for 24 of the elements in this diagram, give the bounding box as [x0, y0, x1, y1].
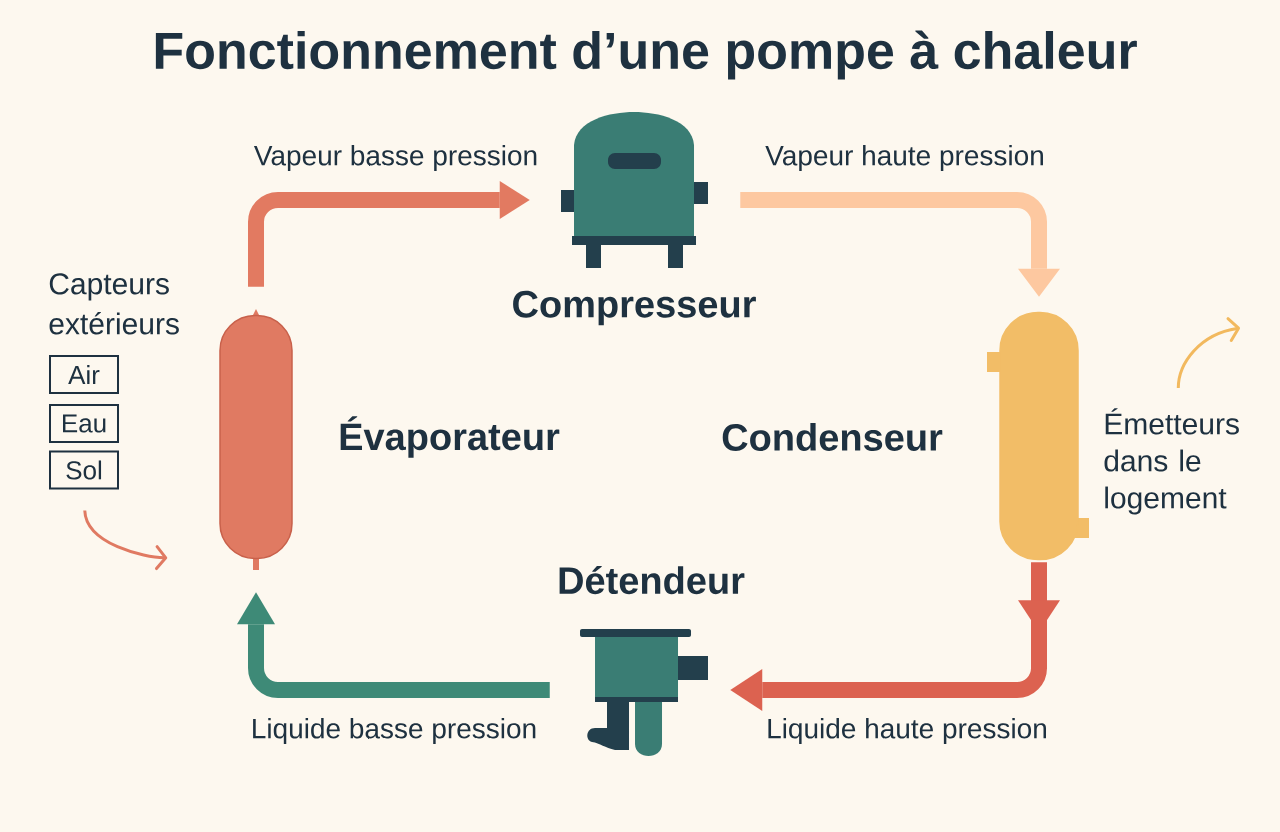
source-box: Sol — [49, 450, 119, 490]
edge-label: Vapeur haute pression — [763, 143, 1047, 173]
component-label: Détendeur — [559, 565, 745, 595]
arrow — [248, 181, 530, 287]
component-label: Évaporateur — [340, 416, 560, 458]
group-heading: Capteurs extérieurs — [49, 273, 179, 335]
arrow — [83, 510, 168, 571]
valve-drawing — [580, 629, 708, 756]
arrow — [1176, 317, 1241, 389]
edge-label: Liquide haute pression — [764, 716, 1050, 746]
compressor-drawing — [561, 112, 708, 268]
edge-label: Liquide basse pression — [249, 716, 539, 746]
component-label: Condenseur — [722, 423, 943, 451]
arrow — [237, 592, 550, 698]
component-label: Compresseur — [513, 290, 756, 326]
source-box: Eau — [49, 404, 119, 443]
side-text: Émetteurs dans le logement — [1104, 408, 1239, 515]
tank — [987, 311, 1089, 561]
arrow — [730, 562, 1060, 711]
source-box: Air — [49, 355, 119, 394]
title: Fonctionnement d’une pompe à chaleur — [155, 30, 1137, 80]
tank — [219, 309, 293, 570]
arrow — [740, 192, 1060, 297]
edge-label: Vapeur basse pression — [252, 143, 540, 173]
